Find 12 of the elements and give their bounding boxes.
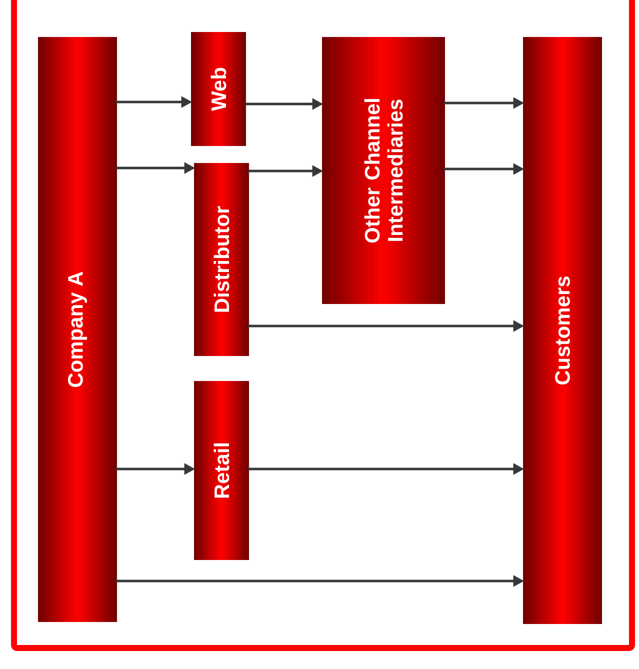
channel-bar: Retail — [194, 381, 249, 560]
node-label: Other Channel Intermediaries — [364, 99, 403, 243]
channel-bar: Web — [191, 32, 246, 146]
channel-bar: Customers — [523, 37, 602, 624]
channel-bar: Company A — [38, 37, 117, 622]
channel-bar: Distributor — [194, 163, 249, 356]
node-label: Customers — [555, 276, 570, 384]
node-label: Retail — [214, 443, 230, 498]
node-label: Web — [210, 68, 226, 111]
node-label: Distributor — [214, 206, 230, 312]
channel-bar: Other Channel Intermediaries — [322, 37, 445, 304]
node-label: Company A — [68, 272, 88, 387]
